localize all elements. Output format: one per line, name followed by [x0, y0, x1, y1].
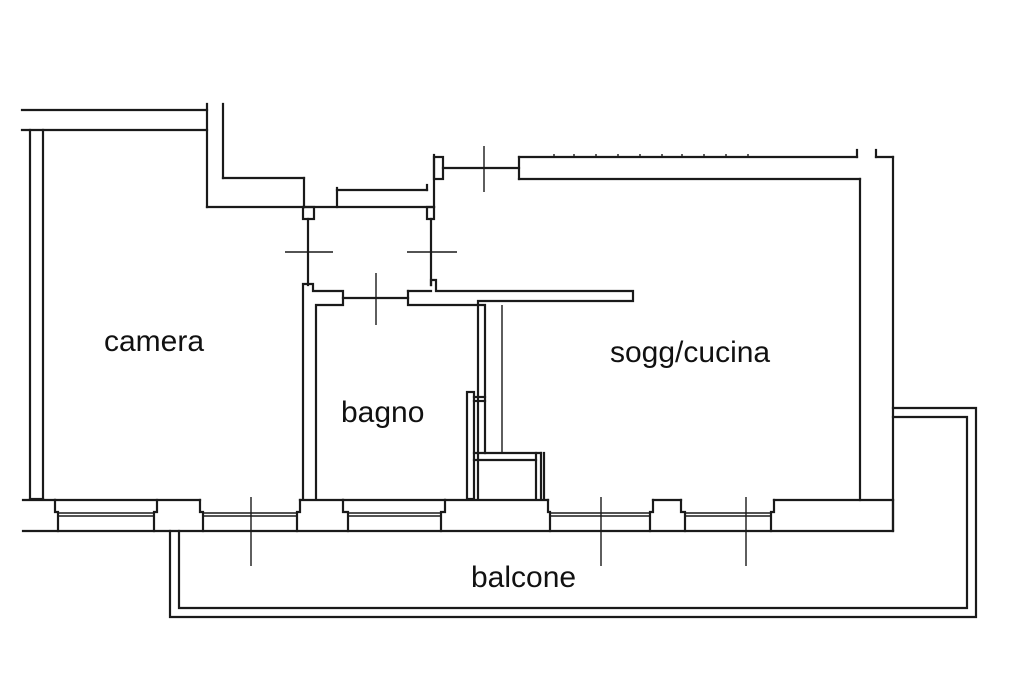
corridor-walls	[301, 153, 521, 287]
camera-walls	[20, 102, 306, 501]
room-label-camera: camera	[104, 325, 205, 358]
balcony-railing	[168, 406, 978, 619]
room-label-balcone: balcone	[471, 561, 577, 594]
door-markers	[250, 146, 747, 566]
front-wall	[21, 498, 895, 533]
room-label-soggiorno-cucina: sogg/cucina	[610, 336, 771, 369]
room-label-bagno: bagno	[341, 396, 425, 429]
shaft	[465, 390, 546, 501]
soggiorno-walls	[517, 148, 895, 532]
